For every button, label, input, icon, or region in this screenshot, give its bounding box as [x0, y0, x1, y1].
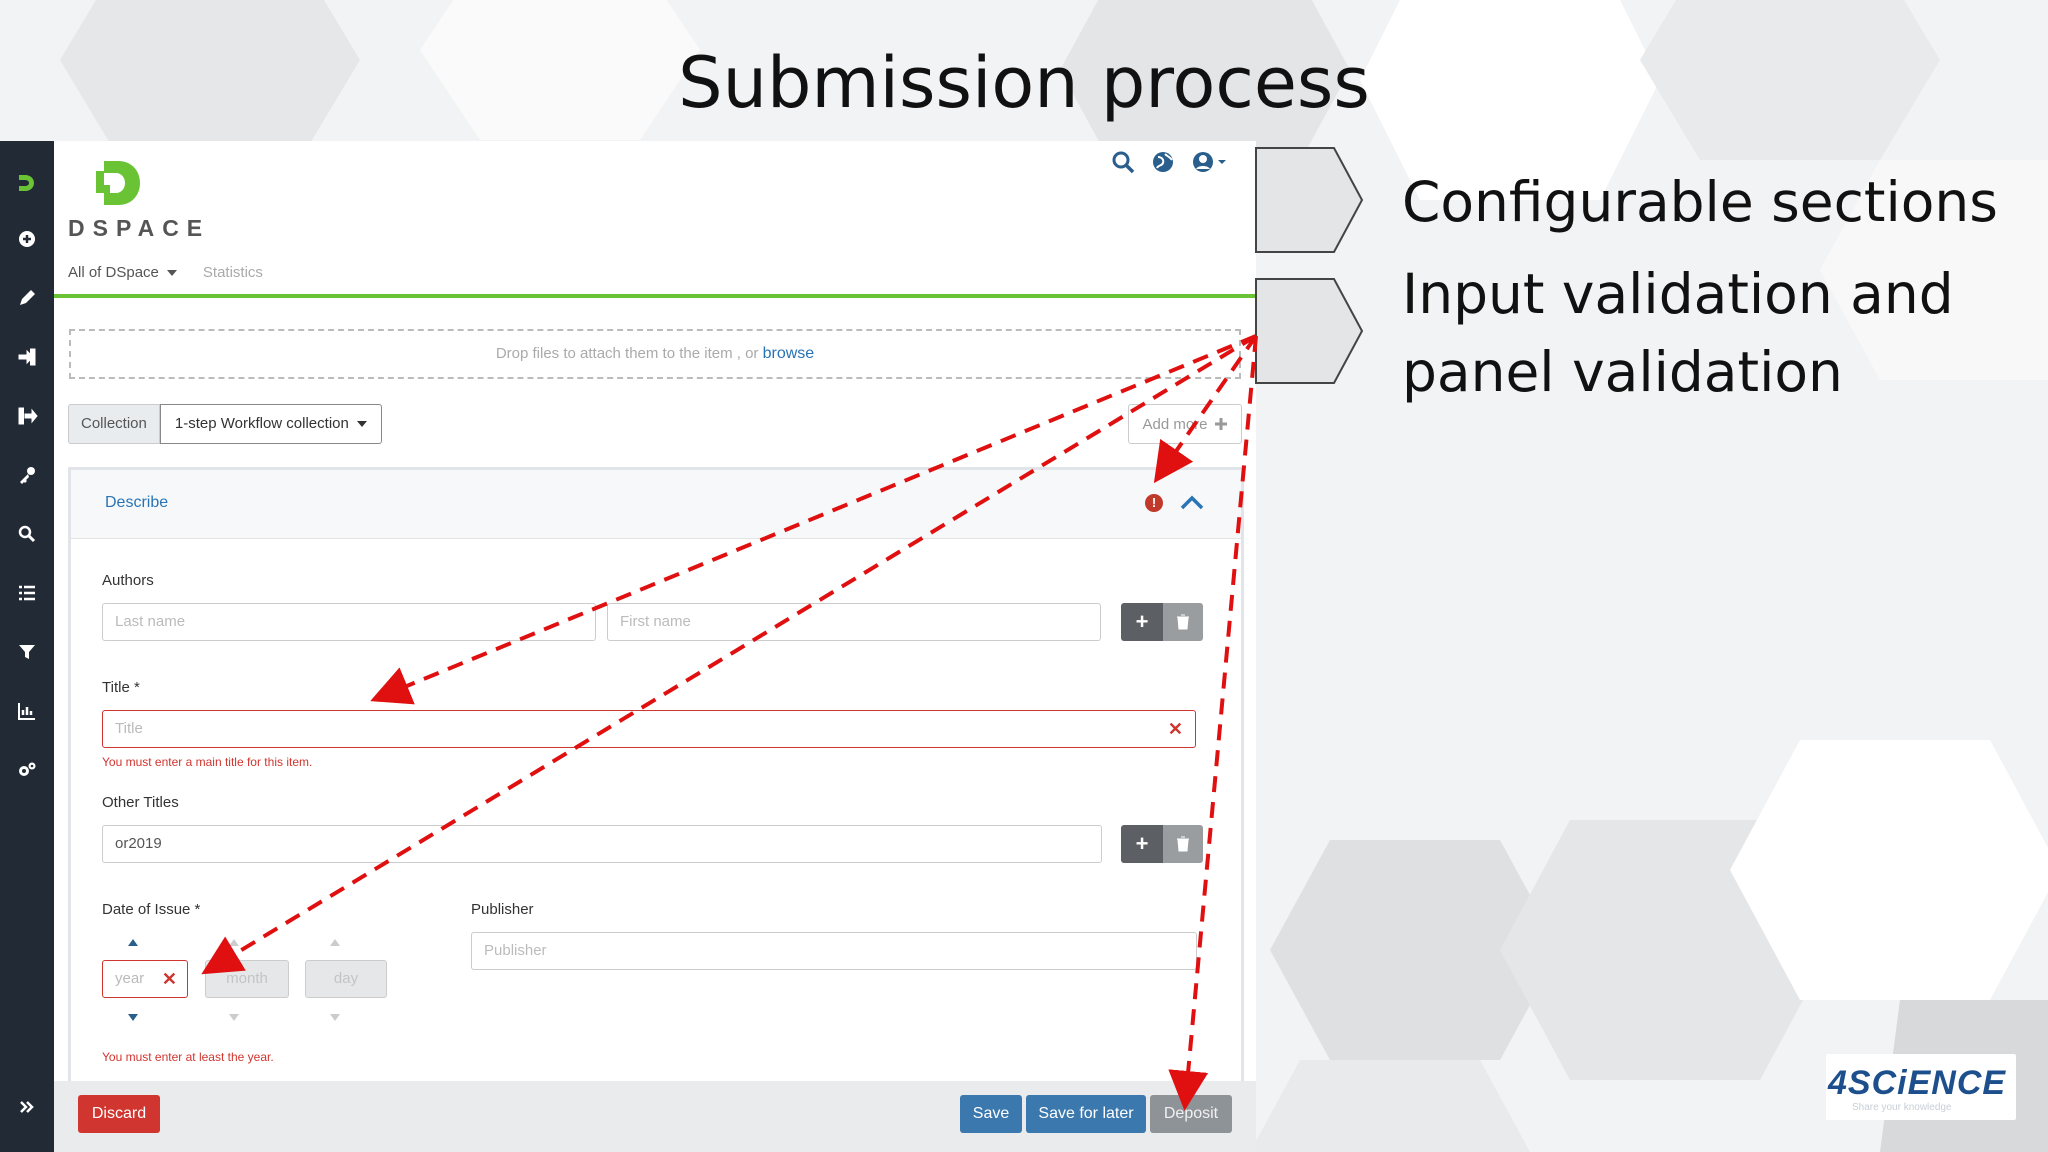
file-dropzone[interactable]: Drop files to attach them to the item , … [69, 329, 1241, 379]
day-down-chevron-icon[interactable] [329, 1013, 341, 1023]
language-globe-icon[interactable] [1150, 149, 1176, 175]
year-up-chevron-icon[interactable] [127, 937, 139, 947]
year-input[interactable]: year ✕ [102, 960, 188, 998]
clear-year-x-icon[interactable]: ✕ [161, 969, 177, 989]
section-tag-2 [1255, 278, 1364, 384]
year-down-chevron-icon[interactable] [127, 1013, 139, 1023]
add-author-button[interactable]: + [1121, 603, 1163, 641]
submission-footer: Discard Save Save for later Deposit [54, 1081, 1256, 1152]
brand-name: 4SCiENCE [1828, 1064, 2007, 1102]
main-nav: All of DSpace Statistics [68, 264, 263, 281]
publisher-input[interactable]: Publisher [471, 932, 1197, 970]
collection-dropdown[interactable]: 1-step Workflow collection [159, 404, 382, 444]
dspace-logo-icon[interactable] [68, 149, 198, 249]
chevron-up-icon[interactable] [1179, 492, 1205, 512]
other-titles-label: Other Titles [102, 794, 179, 811]
discard-button[interactable]: Discard [78, 1095, 160, 1133]
author-last-name-input[interactable]: Last name [102, 603, 596, 641]
save-button[interactable]: Save [960, 1095, 1022, 1133]
registries-list-icon[interactable] [0, 573, 54, 613]
describe-panel: Describe ! Authors Last name First name … [68, 467, 1244, 1152]
nav-statistics[interactable]: Statistics [202, 264, 263, 281]
delete-author-button[interactable] [1163, 603, 1203, 641]
brand-tagline: Share your knowledge [1852, 1102, 1952, 1113]
plus-icon [1214, 418, 1227, 430]
title-label: Title * [102, 679, 140, 696]
month-down-chevron-icon[interactable] [228, 1013, 240, 1023]
title-input[interactable]: Title ✕ [102, 710, 1196, 748]
search-icon[interactable] [1110, 149, 1136, 175]
expand-sidebar-chevrons-icon[interactable] [0, 1087, 54, 1127]
trash-icon [1177, 614, 1189, 630]
dropzone-text: Drop files to attach them to the item , … [495, 345, 759, 362]
admin-sidebar [0, 141, 54, 1152]
authors-actions: + [1121, 603, 1203, 641]
day-input[interactable]: day [305, 960, 387, 998]
slide-title: Submission process [678, 42, 1370, 124]
nav-all-of-dspace[interactable]: All of DSpace [68, 264, 177, 281]
collection-selector: Collection 1-step Workflow collection [68, 404, 382, 444]
error-exclamation-icon: ! [1145, 494, 1163, 512]
trash-icon [1177, 836, 1189, 852]
add-more-button[interactable]: Add more [1128, 404, 1242, 444]
header-icons [1110, 149, 1228, 175]
day-up-chevron-icon[interactable] [329, 937, 341, 947]
dspace-app: DSPACE All of DSpace Statistics Drop fil… [54, 141, 1256, 1152]
delete-other-title-button[interactable] [1163, 825, 1203, 863]
user-menu-icon[interactable] [1190, 149, 1228, 175]
author-first-name-input[interactable]: First name [607, 603, 1101, 641]
title-error-message: You must enter a main title for this ite… [102, 755, 313, 769]
caret-down-icon [356, 421, 367, 428]
caret-down-icon [166, 270, 177, 277]
save-for-later-button[interactable]: Save for later [1026, 1095, 1146, 1133]
4science-logo: 4SCiENCE Share your knowledge [1826, 1054, 2016, 1120]
header-divider [54, 294, 1256, 298]
panel-title: Describe [105, 494, 169, 511]
dspace-logo-text: DSPACE [68, 215, 211, 241]
publisher-label: Publisher [471, 901, 534, 918]
month-input[interactable]: month [205, 960, 289, 998]
import-sign-in-icon[interactable] [0, 337, 54, 377]
add-other-title-button[interactable]: + [1121, 825, 1163, 863]
date-of-issue-label: Date of Issue * [102, 901, 201, 918]
search-icon[interactable] [0, 514, 54, 554]
browse-link[interactable]: browse [762, 345, 815, 362]
authors-label: Authors [102, 572, 154, 589]
new-plus-circle-icon[interactable] [0, 219, 54, 259]
section-tag-1 [1255, 147, 1364, 253]
deposit-button[interactable]: Deposit [1150, 1095, 1232, 1133]
other-titles-input[interactable]: or2019 [102, 825, 1102, 863]
bullet-configurable-sections: Configurable sections [1402, 170, 1998, 234]
sidebar-logo-icon[interactable] [0, 163, 54, 203]
control-panel-cogs-icon[interactable] [0, 750, 54, 790]
dspace-screenshot: DSPACE All of DSpace Statistics Drop fil… [0, 141, 1256, 1152]
access-control-key-icon[interactable] [0, 455, 54, 495]
collection-label: Collection [68, 404, 160, 444]
other-titles-actions: + [1121, 825, 1203, 863]
clear-x-icon[interactable]: ✕ [1167, 719, 1183, 739]
bullet-panel-validation: panel validation [1402, 340, 1843, 404]
bullet-input-validation: Input validation and [1402, 262, 1954, 326]
edit-pencil-icon[interactable] [0, 278, 54, 318]
curation-filter-icon[interactable] [0, 632, 54, 672]
export-sign-out-icon[interactable] [0, 396, 54, 436]
date-error-message: You must enter at least the year. [102, 1050, 274, 1064]
statistics-chart-icon[interactable] [0, 691, 54, 731]
month-up-chevron-icon[interactable] [228, 937, 240, 947]
panel-header[interactable]: Describe ! [71, 470, 1241, 539]
